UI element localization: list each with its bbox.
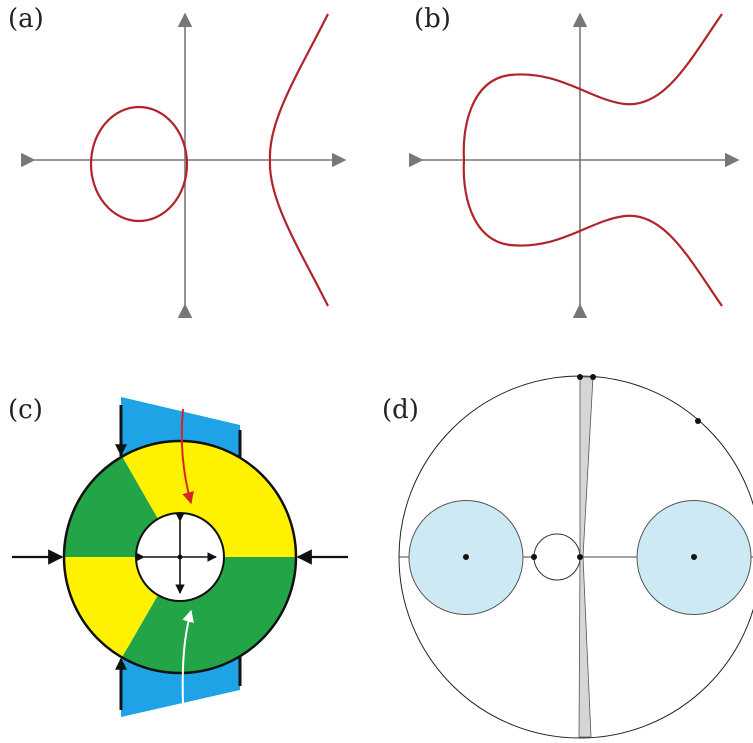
point-axis-2 — [531, 554, 537, 560]
sliver-bottom — [578, 556, 592, 738]
point-axis-4 — [691, 554, 697, 560]
red-flow-arrow — [180, 408, 194, 505]
point-axis-3 — [577, 554, 583, 560]
point-top-1 — [577, 374, 583, 380]
sliver-top — [579, 376, 594, 558]
inner-hole — [533, 533, 581, 581]
panel-b — [409, 12, 740, 318]
hole-center-dot — [177, 554, 183, 560]
sector-yellow-left-bottom — [63, 557, 158, 658]
sector-green-left-top — [63, 456, 158, 557]
white-flow-arrow — [181, 609, 194, 706]
sector-green-bottom-right — [122, 557, 296, 674]
panel-d-label: (d) — [382, 395, 419, 425]
curve-a-oval — [89, 105, 189, 223]
point-boundary — [695, 418, 701, 424]
panel-b-label: (b) — [414, 4, 451, 34]
curve-b — [462, 13, 723, 307]
sector-yellow-top-right — [122, 440, 296, 557]
panel-d — [398, 374, 753, 739]
point-axis-1 — [463, 554, 469, 560]
panel-c-label: (c) — [8, 395, 43, 425]
curve-a-branch — [268, 13, 329, 307]
panel-a-label: (a) — [8, 4, 44, 34]
annulus-outer-ring — [62, 439, 298, 675]
panel-c — [12, 397, 348, 717]
point-top-2 — [590, 374, 596, 380]
panel-a — [21, 12, 347, 318]
